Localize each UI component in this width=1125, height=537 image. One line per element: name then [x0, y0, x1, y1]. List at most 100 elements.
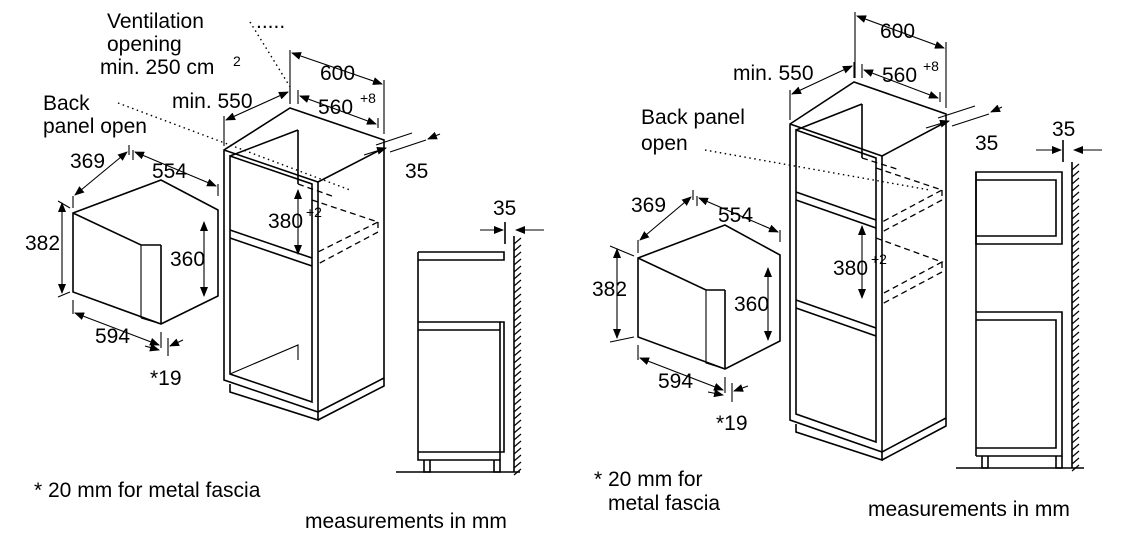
wall-hatch-line [1071, 352, 1080, 360]
wall-hatch-line [1071, 212, 1080, 220]
wall-hatch-line [1071, 401, 1080, 409]
wall-hatch-line [1071, 310, 1080, 318]
wall-hatch-line [1071, 408, 1080, 416]
wall-hatch-line [513, 363, 522, 371]
wall-hatch-line [513, 307, 522, 315]
wall-hatch-line [1071, 450, 1080, 458]
wall-hatch-line [513, 384, 522, 392]
left-dim-369: 369 [70, 150, 105, 173]
wall-hatch-line [513, 286, 522, 294]
left-dim-380: 380 [268, 210, 303, 233]
wall-hatch-line [1071, 282, 1080, 290]
wall-hatch-line [1071, 324, 1080, 332]
wall-hatch-line [1071, 317, 1080, 325]
wall-hatch-line [1071, 198, 1080, 206]
wall-hatch-line [1071, 247, 1080, 255]
wall-hatch-line [513, 356, 522, 364]
wall-hatch-line [1071, 373, 1080, 381]
wall-hatch-line [1071, 338, 1080, 346]
left-back-panel-text-2: panel open [43, 115, 147, 138]
right-dim-560: 560 [882, 64, 917, 87]
right-dim-min550: min. 550 [733, 62, 814, 85]
right-dim-554: 554 [718, 204, 753, 227]
wall-hatch-line [1071, 275, 1080, 283]
wall-hatch-line [1071, 394, 1080, 402]
left-dim-560-sup: +8 [360, 90, 376, 106]
right-dim-35-side: 35 [1052, 118, 1075, 141]
wall-hatch-line [513, 440, 522, 448]
wall-hatch-line [1071, 254, 1080, 262]
left-dim-560: 560 [318, 96, 353, 119]
wall-hatch-line [513, 265, 522, 273]
left-units-note: measurements in mm [305, 510, 507, 533]
right-dim-369: 369 [631, 194, 666, 217]
wall-hatch-line [513, 258, 522, 266]
right-back-panel-text-1: Back panel [641, 106, 745, 129]
wall-hatch-line [1071, 429, 1080, 437]
wall-hatch-line [1071, 415, 1080, 423]
wall-hatch-line [513, 377, 522, 385]
wall-hatch-line [513, 419, 522, 427]
right-dim-560-sup: +8 [923, 58, 939, 74]
right-dim-380-sup: +2 [871, 251, 887, 267]
wall-hatch-line [1071, 387, 1080, 395]
left-dim-554: 554 [152, 160, 187, 183]
wall-hatch-line [513, 370, 522, 378]
wall-hatch-line [513, 335, 522, 343]
left-ventilation-text-2: opening [107, 33, 182, 56]
wall-hatch-line [1071, 303, 1080, 311]
wall-hatch-line [513, 272, 522, 280]
right-dim-382: 382 [592, 278, 627, 301]
right-footnote-2: metal fascia [608, 492, 720, 515]
wall-hatch-line [513, 433, 522, 441]
left-ventilation-text-3: min. 250 cm [100, 56, 214, 79]
wall-hatch-line [1071, 331, 1080, 339]
left-cabinet [117, 21, 441, 422]
wall-hatch-line [513, 447, 522, 455]
wall-hatch-line [1071, 457, 1080, 465]
wall-hatch-line [513, 398, 522, 406]
wall-hatch-line [513, 391, 522, 399]
wall-hatch-line [1071, 219, 1080, 227]
left-dim-min550: min. 550 [172, 90, 253, 113]
right-dim-600: 600 [880, 20, 915, 43]
left-ventilation-text-1: Ventilation [107, 10, 204, 33]
wall-hatch-line [1071, 289, 1080, 297]
left-ventilation-dots: ..... [256, 10, 285, 33]
left-footnote: * 20 mm for metal fascia [34, 479, 261, 502]
right-installation: 600 min. 550 560 +8 Back panel open 35 3… [592, 12, 1102, 521]
right-microwave [609, 190, 781, 402]
wall-hatch-line [513, 244, 522, 252]
left-dim-594: 594 [95, 325, 130, 348]
right-dim-594: 594 [658, 370, 693, 393]
wall-hatch-line [1071, 163, 1080, 171]
left-dim-35-cabinet: 35 [405, 160, 428, 183]
right-cabinet [704, 12, 1003, 462]
wall-hatch-line [1071, 436, 1080, 444]
left-dim-360: 360 [170, 248, 205, 271]
left-back-panel-text-1: Back [43, 92, 90, 115]
left-ventilation-sup: 2 [233, 53, 241, 69]
wall-hatch-line [513, 454, 522, 462]
left-dim-600: 600 [320, 62, 355, 85]
left-dim-35-side: 35 [493, 197, 516, 220]
wall-hatch-line [513, 237, 522, 245]
wall-hatch-line [1071, 205, 1080, 213]
left-installation: Ventilation opening min. 250 cm 2 ..... … [25, 10, 544, 533]
wall-hatch-line [1071, 296, 1080, 304]
wall-hatch-line [513, 412, 522, 420]
right-dim-19: *19 [716, 412, 748, 435]
wall-hatch-line [513, 328, 522, 336]
wall-hatch-line [1071, 240, 1080, 248]
right-dim-360: 360 [734, 293, 769, 316]
left-dim-380-sup: +2 [306, 204, 322, 220]
left-dim-19: *19 [150, 367, 182, 390]
wall-hatch-line [513, 426, 522, 434]
right-back-panel-text-2: open [641, 132, 688, 155]
wall-hatch-line [1071, 443, 1080, 451]
wall-hatch-line [1071, 359, 1080, 367]
wall-hatch-line [513, 279, 522, 287]
right-dim-35-cabinet: 35 [975, 132, 998, 155]
wall-hatch-line [1071, 464, 1080, 472]
